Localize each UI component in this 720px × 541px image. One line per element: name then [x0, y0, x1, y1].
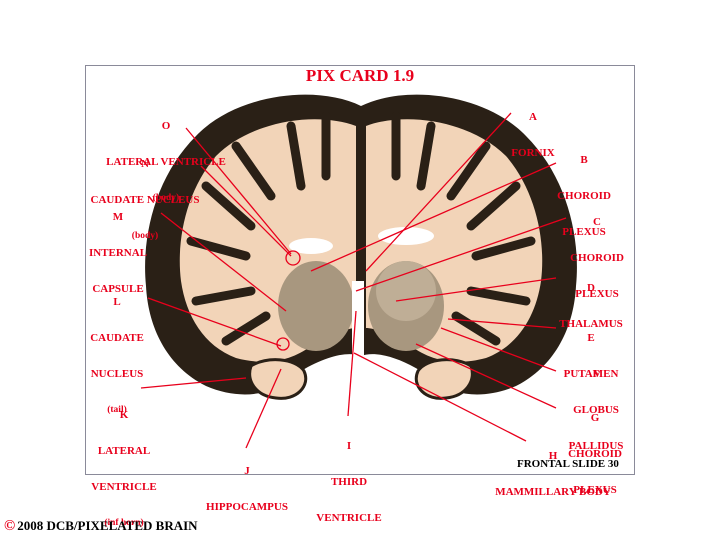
label-l-line-2: NUCLEUS: [90, 368, 144, 380]
label-m-letter: M: [112, 211, 124, 223]
right-gyri: [391, 111, 536, 346]
label-f-line-1: GLOBUS: [573, 404, 619, 416]
label-i-line-1: THIRD: [330, 476, 368, 488]
label-k-letter: K: [119, 409, 129, 421]
label-m: M INTERNAL CAPSULE: [89, 187, 147, 307]
leader-line-j: [245, 368, 282, 449]
label-i-line-2: VENTRICLE: [316, 512, 382, 524]
label-j-letter: J: [244, 465, 250, 477]
leader-line-f: [440, 327, 557, 372]
leader-line-i: [347, 310, 357, 417]
leader-line-c: [355, 217, 567, 292]
lateral-ventricle-shape-right: [378, 227, 434, 245]
leader-line-a: [365, 112, 512, 272]
label-c-line-2: PLEXUS: [575, 288, 619, 300]
marker-ring-upper: [285, 250, 301, 266]
leader-line-d: [395, 277, 557, 302]
label-g-line-1: CHOROID: [568, 448, 622, 460]
brain-coronal-section: [145, 94, 577, 400]
label-o-letter: O: [161, 120, 171, 132]
label-m-line-1: INTERNAL: [88, 247, 148, 259]
label-b-letter: B: [580, 154, 588, 166]
label-o-line-1: LATERAL VENTRICLE: [106, 156, 226, 168]
leader-line-n: [200, 165, 292, 257]
label-f-letter: F: [592, 368, 600, 380]
left-gyri: [186, 111, 331, 346]
label-g-letter: G: [590, 412, 600, 424]
label-f-line-2: PALLIDUS: [568, 440, 624, 452]
label-d-letter: D: [587, 282, 595, 294]
thalamus-shape: [376, 261, 436, 321]
label-k-line-2: VENTRICLE: [91, 481, 157, 493]
label-h: H MAMMILLARY BODY: [495, 426, 611, 510]
copyright-icon: ©: [4, 518, 16, 534]
slide-label: FRONTAL SLIDE 30: [517, 458, 619, 470]
label-c-line-1: CHOROID: [570, 252, 624, 264]
leader-line-h: [353, 352, 527, 442]
pix-card: [85, 65, 635, 475]
third-ventricle-shape: [352, 281, 364, 356]
label-d-line-1: THALAMUS: [559, 318, 623, 330]
label-c: C CHOROID PLEXUS: [570, 192, 624, 312]
label-n: N CAUDATE NUCLEUS (body): [91, 134, 200, 254]
label-j-line-1: HIPPOCAMPUS: [206, 501, 288, 513]
copyright-footer: ©2008 DCB/PIXELATED BRAIN: [4, 518, 198, 535]
label-l-letter: L: [113, 296, 121, 308]
label-e-line-1: PUTAMEN: [563, 368, 619, 380]
label-b-line-1: CHOROID: [557, 190, 611, 202]
label-a-line-1: FORNIX: [511, 147, 555, 159]
label-e: E PUTAMEN: [564, 308, 619, 392]
label-g: G CHOROID PLEXUS: [568, 388, 622, 508]
label-l-line-1: CAUDATE: [90, 332, 144, 344]
hippocampus-right-shape: [414, 358, 474, 400]
copyright-text: 2008 DCB/PIXELATED BRAIN: [17, 518, 198, 533]
label-h-letter: H: [548, 450, 558, 462]
label-d: D THALAMUS: [559, 258, 623, 342]
card-title: PIX CARD 1.9: [305, 66, 415, 85]
leader-line-k: [140, 377, 247, 389]
label-o: O LATERAL VENTRICLE (body): [106, 96, 226, 216]
label-i: I THIRD VENTRICLE: [316, 416, 381, 536]
label-o-sub: (body): [152, 193, 180, 203]
label-b: B CHOROID PLEXUS: [557, 130, 611, 250]
leader-lines: [140, 112, 567, 449]
label-b-line-2: PLEXUS: [562, 226, 606, 238]
leader-line-o: [185, 127, 292, 255]
leader-line-b: [310, 162, 557, 272]
label-a: A FORNIX: [511, 87, 554, 171]
label-k: K LATERAL VENTRICLE (inf horn): [91, 385, 156, 541]
leader-line-g: [415, 343, 557, 409]
deep-gray-left: [278, 261, 354, 351]
label-g-line-2: PLEXUS: [573, 484, 617, 496]
label-n-line-1: CAUDATE NUCLEUS: [90, 194, 200, 206]
lateral-ventricle-shape-left: [289, 238, 333, 254]
leader-line-e: [447, 318, 557, 329]
label-n-letter: N: [141, 158, 149, 170]
label-k-line-1: LATERAL: [97, 445, 151, 457]
leader-line-m: [160, 212, 287, 312]
label-e-letter: E: [587, 332, 595, 344]
leader-line-l: [147, 297, 282, 347]
label-k-sub: (inf horn): [104, 518, 144, 528]
label-j: J HIPPOCAMPUS: [206, 441, 288, 525]
label-n-sub: (body): [131, 231, 159, 241]
label-a-letter: A: [529, 111, 537, 123]
label-c-letter: C: [593, 216, 601, 228]
marker-ring-lower: [276, 337, 290, 351]
label-m-line-2: CAPSULE: [92, 283, 144, 295]
label-f: F GLOBUS PALLIDUS: [569, 344, 624, 464]
label-l: L CAUDATE NUCLEUS (tail): [90, 272, 144, 428]
label-h-line-1: MAMMILLARY BODY: [495, 486, 611, 498]
label-i-letter: I: [346, 440, 352, 452]
hippocampus-left-shape: [248, 358, 308, 400]
brain-section-diagram: [140, 94, 577, 449]
label-l-sub: (tail): [107, 405, 127, 415]
